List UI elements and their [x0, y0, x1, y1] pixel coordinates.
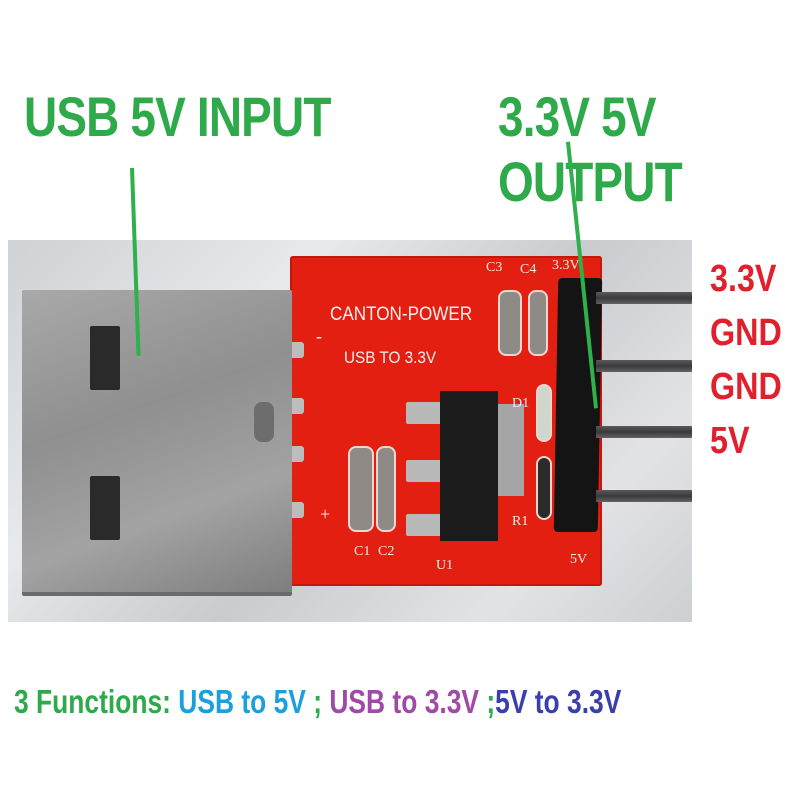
- silk-u1: U1: [436, 558, 454, 573]
- silk-d1: D1: [512, 396, 530, 411]
- function-usb-to-5v: USB to 5V: [178, 683, 306, 720]
- silk-c2: C2: [378, 544, 395, 559]
- capacitor-c1: [348, 446, 374, 532]
- usb-a-connector: [22, 290, 292, 592]
- capacitor-c4: [528, 290, 548, 356]
- pin-label-list: 3.3V GND GND 5V: [710, 252, 794, 468]
- resistor-r1: [536, 456, 552, 520]
- separator: ;: [479, 683, 496, 720]
- silk-c3: C3: [486, 260, 503, 275]
- board-brand-label: CANTON-POWER: [330, 304, 473, 325]
- regulator-lead-3: [406, 514, 442, 536]
- pin-label: 3.3V: [710, 258, 777, 300]
- output-heading: 3.3V 5V OUTPUT: [498, 85, 683, 213]
- led-d1: [536, 384, 552, 442]
- silk-minus: -: [316, 326, 322, 346]
- silk-top-pin: 3.3V: [552, 258, 580, 273]
- silk-plus: +: [320, 504, 331, 524]
- function-usb-to-3v3: USB to 3.3V: [329, 683, 479, 720]
- silk-bottom-pin: 5V: [570, 552, 588, 567]
- voltage-regulator-u1: [440, 391, 498, 541]
- functions-caption: 3 Functions: USB to 5V ; USB to 3.3V ;5V…: [14, 683, 621, 721]
- header-pin-3: [596, 426, 692, 438]
- header-pin-4: [596, 490, 692, 502]
- function-5v-to-3v3: 5V to 3.3V: [495, 683, 622, 720]
- usb-slot-bottom: [90, 476, 120, 540]
- silk-c4: C4: [520, 262, 537, 277]
- separator: ;: [305, 683, 330, 720]
- pin-label: GND: [710, 366, 782, 408]
- regulator-heat-tab: [498, 404, 524, 496]
- pin-label: GND: [710, 312, 782, 354]
- usb-slot-top: [90, 326, 120, 390]
- header-pin-1: [596, 292, 692, 304]
- regulator-lead-2: [406, 460, 442, 482]
- capacitor-c2: [376, 446, 396, 532]
- input-heading: USB 5V INPUT: [24, 85, 331, 148]
- pin-label: 5V: [710, 420, 750, 462]
- board-subtitle-label: USB TO 3.3V: [344, 348, 437, 367]
- silk-r1: R1: [512, 514, 529, 529]
- capacitor-c3: [498, 290, 522, 356]
- pcb-board: CANTON-POWER USB TO 3.3V C3 C4 3.3V - + …: [290, 256, 602, 586]
- silk-c1: C1: [354, 544, 371, 559]
- functions-prefix: 3 Functions:: [14, 683, 179, 720]
- regulator-lead-1: [406, 402, 442, 424]
- header-pin-2: [596, 360, 692, 372]
- usb-dimple: [254, 402, 274, 442]
